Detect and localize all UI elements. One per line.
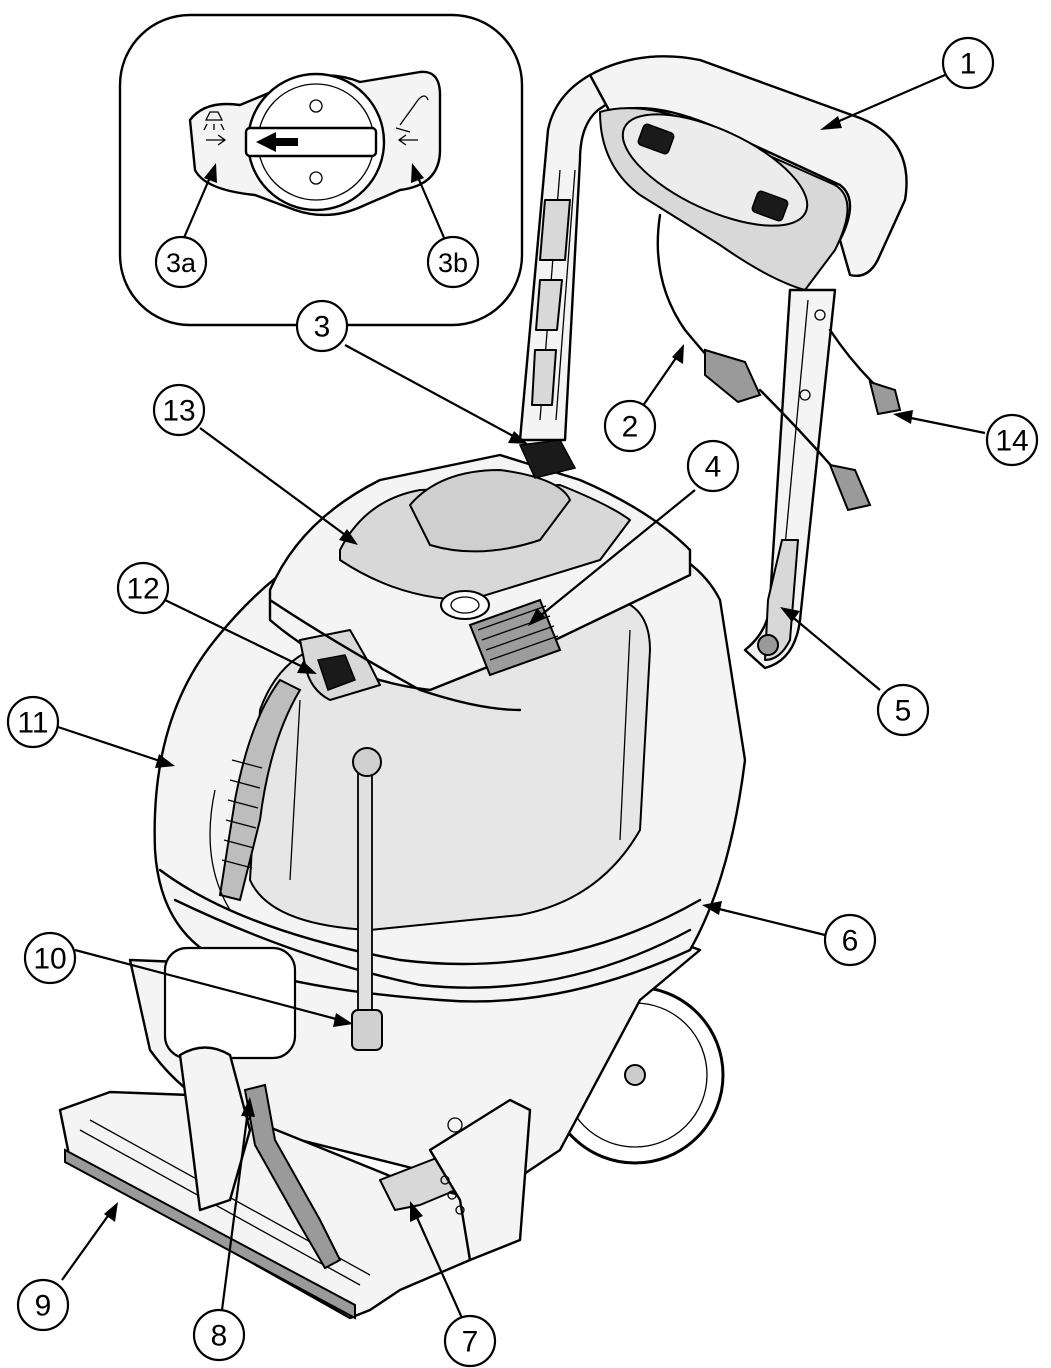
- wand-icon: [395, 95, 429, 146]
- solution-fill-port[interactable]: [440, 590, 490, 620]
- svg-text:1: 1: [960, 48, 977, 81]
- callout-2: 2: [603, 399, 657, 453]
- screw-icon: [309, 171, 323, 185]
- floor-tool: [58, 1046, 532, 1320]
- svg-text:7: 7: [462, 1326, 479, 1359]
- svg-text:6: 6: [842, 925, 859, 958]
- callout-10: 10: [23, 931, 77, 985]
- callouts: 1 2 3 3a 3b 4 5 6: [6, 36, 1039, 1368]
- switch-button[interactable]: [637, 123, 675, 155]
- right-side-bracket: [428, 1098, 532, 1262]
- svg-text:8: 8: [211, 1320, 228, 1353]
- power-cord-connector: [868, 380, 902, 416]
- svg-text:9: 9: [35, 1290, 52, 1323]
- svg-text:2: 2: [622, 411, 639, 444]
- svg-text:4: 4: [705, 451, 722, 484]
- callout-7: 7: [443, 1314, 497, 1368]
- callout-13: 13: [152, 383, 206, 437]
- callout-4: 4: [686, 439, 740, 493]
- switch-button[interactable]: [751, 190, 789, 222]
- nozzle-neck: [178, 1046, 252, 1212]
- svg-text:14: 14: [995, 425, 1028, 458]
- handle-assembly: [518, 55, 908, 670]
- callout-3: 3: [295, 299, 349, 353]
- svg-text:13: 13: [162, 395, 195, 428]
- arrow-left-icon: [256, 132, 298, 152]
- cord-plug: [704, 348, 762, 404]
- detail-inset: [118, 13, 524, 327]
- callout-1: 1: [941, 36, 995, 90]
- vacuum-hose: [218, 678, 302, 902]
- machine-body: [128, 439, 747, 1192]
- lid-latch[interactable]: [518, 439, 577, 479]
- callout-9: 9: [16, 1278, 70, 1332]
- nozzle-lever[interactable]: [243, 1083, 342, 1270]
- svg-text:5: 5: [895, 695, 912, 728]
- level-sight-tube: [357, 769, 373, 1011]
- brush-strip: [64, 1148, 356, 1320]
- screw-icon: [309, 99, 323, 113]
- cord-plug: [828, 463, 872, 512]
- svg-text:11: 11: [17, 707, 48, 740]
- spray-icon: [203, 111, 227, 146]
- svg-text:10: 10: [33, 943, 66, 976]
- callout-12: 12: [116, 561, 170, 615]
- callout-8: 8: [192, 1308, 246, 1362]
- svg-text:12: 12: [126, 573, 159, 606]
- callout-3a: 3a: [154, 235, 208, 289]
- svg-text:3b: 3b: [438, 248, 468, 278]
- callout-11: 11: [6, 695, 60, 749]
- svg-text:3a: 3a: [166, 248, 197, 278]
- leader-lines: [57, 73, 986, 1319]
- callout-14: 14: [985, 413, 1039, 467]
- callout-6: 6: [823, 913, 877, 967]
- handle-grip[interactable]: [588, 55, 908, 277]
- selector-handle[interactable]: [244, 126, 378, 158]
- callout-5: 5: [876, 683, 930, 737]
- svg-text:3: 3: [314, 311, 331, 344]
- callout-3b: 3b: [426, 235, 480, 289]
- handle-lock-lever[interactable]: [764, 539, 799, 661]
- wheel-hub: [624, 1064, 646, 1086]
